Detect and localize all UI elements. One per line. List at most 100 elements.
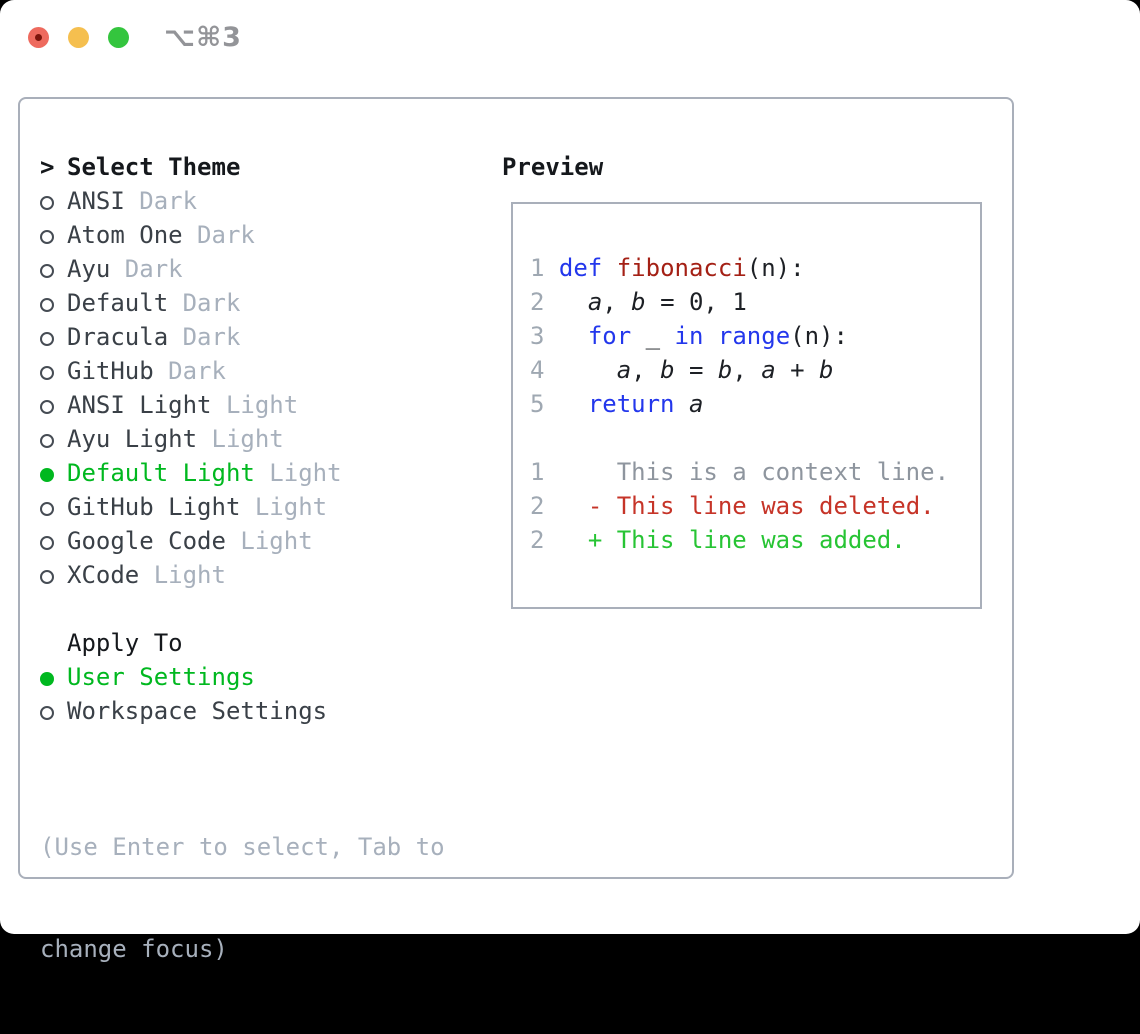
radio-selected-icon bbox=[40, 660, 67, 694]
theme-option[interactable]: GitHub Light Light bbox=[40, 490, 490, 524]
line-number: 2 bbox=[530, 526, 545, 554]
option-label: User Settings bbox=[67, 663, 255, 691]
code-line bbox=[530, 421, 980, 455]
code-token bbox=[559, 390, 588, 418]
line-number: 2 bbox=[530, 492, 545, 520]
prompt-caret-icon: > bbox=[40, 153, 55, 181]
code-token: + bbox=[775, 356, 820, 384]
option-label: Atom One bbox=[67, 221, 183, 249]
radio-icon bbox=[40, 524, 67, 558]
option-label: XCode bbox=[67, 561, 140, 589]
code-token bbox=[602, 254, 616, 282]
code-token: a bbox=[616, 356, 632, 384]
code-token: b bbox=[717, 356, 733, 384]
theme-option[interactable]: Default Light Light bbox=[40, 456, 490, 490]
theme-option[interactable]: Google Code Light bbox=[40, 524, 490, 558]
maximize-button[interactable] bbox=[108, 27, 129, 48]
spacer bbox=[40, 592, 490, 626]
code-token: a bbox=[587, 288, 603, 316]
code-token: , bbox=[631, 356, 661, 384]
option-label: GitHub Light bbox=[67, 493, 241, 521]
apply-to-option[interactable]: User Settings bbox=[40, 660, 490, 694]
code-token: This is a context line. bbox=[544, 458, 950, 486]
theme-option[interactable]: Ayu Light Light bbox=[40, 422, 490, 456]
code-token: - This line was deleted. bbox=[587, 492, 935, 520]
theme-option[interactable]: Atom One Dark bbox=[40, 218, 490, 252]
code-token: for bbox=[587, 322, 632, 350]
option-variant-label: Dark bbox=[168, 289, 241, 317]
code-line: 4 a, b = b, a + b bbox=[530, 353, 980, 387]
select-theme-title: Select Theme bbox=[67, 153, 241, 181]
option-label: Dracula bbox=[67, 323, 169, 351]
theme-option[interactable]: ANSI Light Light bbox=[40, 388, 490, 422]
code-token: in bbox=[674, 322, 704, 350]
code-line: 5 return a bbox=[530, 387, 980, 421]
code-token bbox=[544, 526, 587, 554]
code-token: a bbox=[761, 356, 776, 384]
option-label: ANSI bbox=[67, 187, 125, 215]
theme-option[interactable]: Dracula Dark bbox=[40, 320, 490, 354]
radio-icon bbox=[40, 286, 67, 320]
line-number: 1 bbox=[530, 254, 559, 282]
apply-to-option[interactable]: Workspace Settings bbox=[40, 694, 490, 728]
close-button[interactable] bbox=[28, 27, 49, 48]
code-token: return bbox=[587, 390, 675, 418]
code-token bbox=[675, 390, 689, 418]
option-variant-label: Dark bbox=[168, 323, 241, 351]
hint-line-2: change focus) bbox=[40, 935, 228, 963]
radio-icon bbox=[40, 490, 67, 524]
radio-selected-icon bbox=[40, 456, 67, 490]
option-variant-label: Light bbox=[254, 459, 342, 487]
radio-icon bbox=[40, 218, 67, 252]
theme-option[interactable]: GitHub Dark bbox=[40, 354, 490, 388]
window-shortcut-label: ⌥⌘3 bbox=[164, 22, 242, 53]
theme-option[interactable]: Default Dark bbox=[40, 286, 490, 320]
hint-text: (Use Enter to select, Tab to change focu… bbox=[40, 762, 490, 1034]
option-variant-label: Dark bbox=[153, 357, 226, 385]
apply-to-title: Apply To bbox=[67, 629, 183, 657]
code-token: a bbox=[688, 390, 704, 418]
radio-icon bbox=[40, 252, 67, 286]
code-line: 3 for _ in range(n): bbox=[530, 319, 980, 353]
line-number: 1 bbox=[530, 458, 545, 486]
option-variant-label: Light bbox=[225, 527, 313, 555]
radio-icon bbox=[40, 184, 67, 218]
code-token: range bbox=[717, 322, 791, 350]
code-token bbox=[559, 288, 588, 316]
minimize-button[interactable] bbox=[68, 27, 89, 48]
theme-option[interactable]: XCode Light bbox=[40, 558, 490, 592]
code-line: 1 def fibonacci(n): bbox=[530, 251, 980, 285]
apply-to-header: Apply To bbox=[40, 626, 490, 660]
code-token: = bbox=[674, 356, 718, 384]
option-label: GitHub bbox=[67, 357, 154, 385]
spacer bbox=[40, 728, 490, 762]
code-token: b bbox=[660, 356, 675, 384]
option-variant-label: Light bbox=[139, 561, 226, 589]
titlebar: ⌥⌘3 bbox=[0, 0, 1140, 76]
code-line: 2 a, b = 0, 1 bbox=[530, 285, 980, 319]
theme-option[interactable]: Ayu Dark bbox=[40, 252, 490, 286]
option-label: Default Light bbox=[67, 459, 255, 487]
line-number: 5 bbox=[530, 390, 559, 418]
option-variant-label: Light bbox=[211, 391, 299, 419]
option-label: Ayu bbox=[67, 255, 111, 283]
code-line: 2 + This line was added. bbox=[530, 523, 980, 557]
code-token: , bbox=[602, 288, 632, 316]
option-label: Google Code bbox=[67, 527, 226, 555]
code-token: b bbox=[631, 288, 646, 316]
select-theme-header: > Select Theme bbox=[40, 150, 490, 184]
theme-option[interactable]: ANSI Dark bbox=[40, 184, 490, 218]
code-token: = 0, 1 bbox=[645, 288, 747, 316]
option-variant-label: Dark bbox=[182, 221, 255, 249]
line-number: 4 bbox=[530, 356, 559, 384]
code-token: fibonacci bbox=[616, 254, 747, 282]
code-token: b bbox=[819, 356, 834, 384]
line-number: 3 bbox=[530, 322, 559, 350]
code-token: , bbox=[732, 356, 762, 384]
option-variant-label: Dark bbox=[124, 187, 198, 215]
radio-icon bbox=[40, 320, 67, 354]
